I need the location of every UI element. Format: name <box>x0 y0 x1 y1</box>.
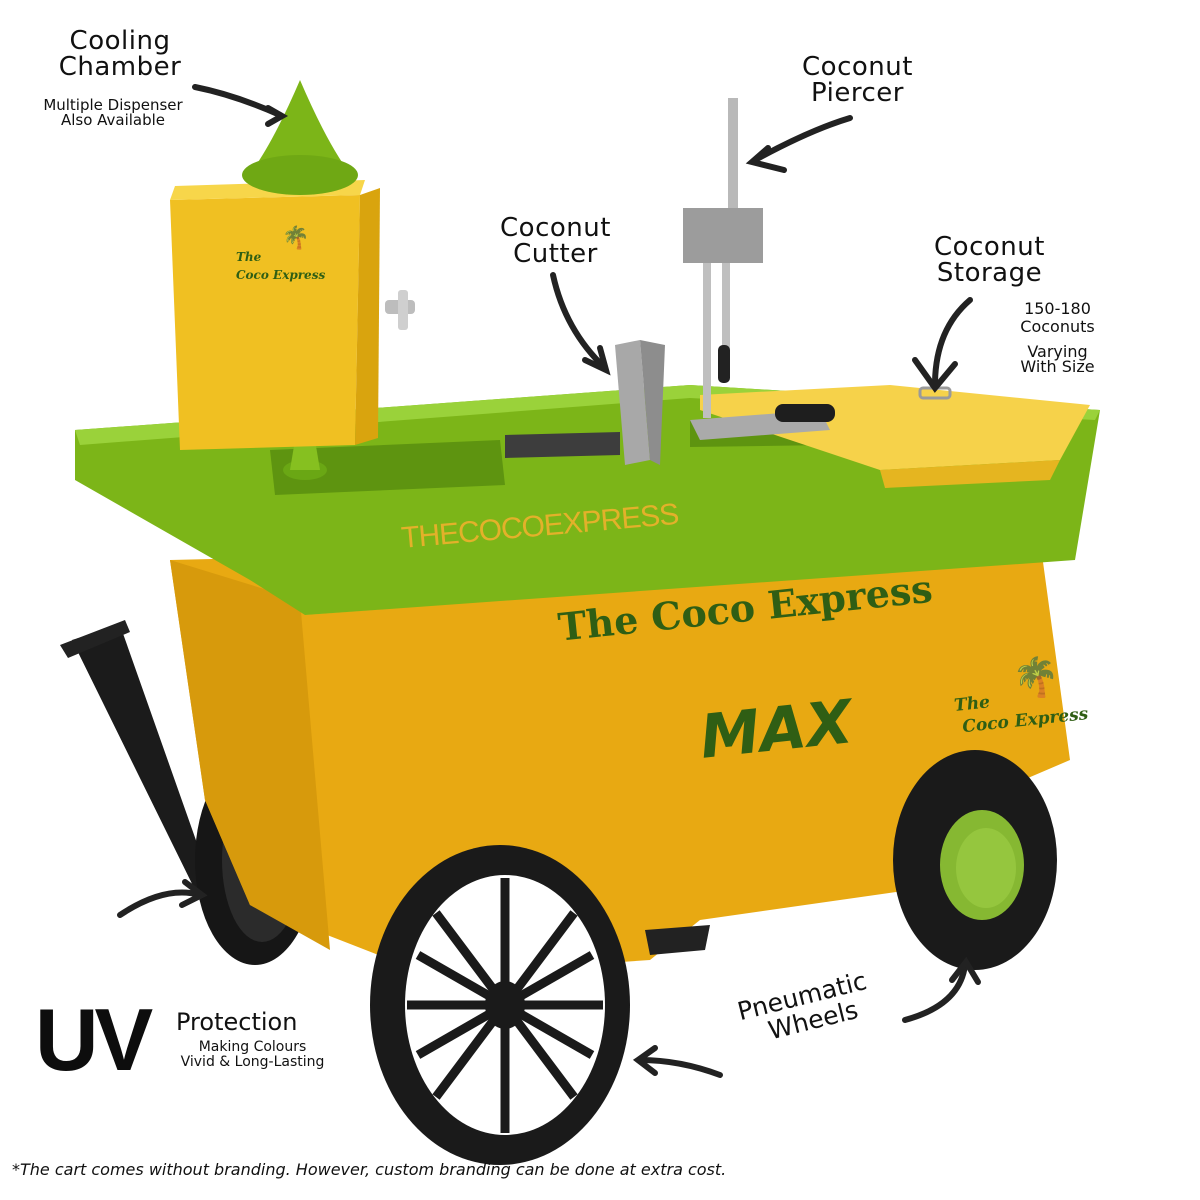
uv-big-label: UV <box>35 990 153 1089</box>
storage-sub-4: With Size <box>1020 357 1095 376</box>
arrow-cutter <box>550 272 608 371</box>
arrow-wheels-left <box>637 1057 723 1078</box>
callout-coconut-storage: Coconut Storage <box>922 234 1057 286</box>
axle-bracket <box>645 925 710 955</box>
piercer-title-2: Piercer <box>811 78 904 108</box>
coconut-piercer <box>683 98 835 440</box>
arrow-storage <box>932 297 973 388</box>
rear-right-wheel <box>893 750 1057 970</box>
arrow-piercer <box>752 115 853 163</box>
coconut-cutter <box>615 340 665 465</box>
callout-cooling-sub: Multiple Dispenser Also Available <box>28 98 198 128</box>
push-handle <box>60 620 270 955</box>
storage-title-1: Coconut <box>934 232 1045 262</box>
arrow-wheels-right <box>902 962 968 1023</box>
front-left-wheel <box>370 845 630 1165</box>
cutter-title-2: Cutter <box>513 239 598 269</box>
storage-sub-1: 150-180 <box>1024 299 1091 318</box>
uv-sub-1: Making Colours <box>198 1039 307 1055</box>
cooling-chamber <box>170 80 415 450</box>
cooling-sub-1: Multiple Dispenser <box>43 96 183 114</box>
callout-arrows <box>117 84 981 1078</box>
storage-title-2: Storage <box>936 258 1043 288</box>
chamber-logo-line1: The <box>236 250 262 264</box>
uv-subtitle: Making Colours Vivid & Long-Lasting <box>165 1040 340 1070</box>
palm-tree-icon: 🌴 <box>1012 655 1060 699</box>
callout-coconut-piercer: Coconut Piercer <box>790 54 925 106</box>
storage-sub-3: Varying <box>1027 342 1088 361</box>
cooling-sub-2: Also Available <box>60 111 166 129</box>
callout-coconut-cutter: Coconut Cutter <box>488 215 623 267</box>
chamber-logo-line2: Coco Express <box>236 268 326 282</box>
cooling-title-2: Chamber <box>58 52 182 82</box>
piercer-title-1: Coconut <box>802 52 913 82</box>
callout-cooling-chamber: Cooling Chamber <box>50 28 190 80</box>
branding-footnote: *The cart comes without branding. Howeve… <box>12 1160 727 1179</box>
callout-storage-capacity: 150-180 Coconuts Varying With Size <box>1005 299 1110 376</box>
cooling-title-1: Cooling <box>69 26 171 56</box>
uv-title: Protection <box>176 1008 298 1036</box>
storage-sub-2: Coconuts <box>1020 317 1095 336</box>
uv-sub-2: Vivid & Long-Lasting <box>180 1054 325 1070</box>
cutter-title-1: Coconut <box>500 213 611 243</box>
chamber-logo: The Coco Express <box>236 248 325 284</box>
arrow-uv <box>117 889 203 918</box>
chamber-palm-icon: 🌴 <box>282 226 310 251</box>
